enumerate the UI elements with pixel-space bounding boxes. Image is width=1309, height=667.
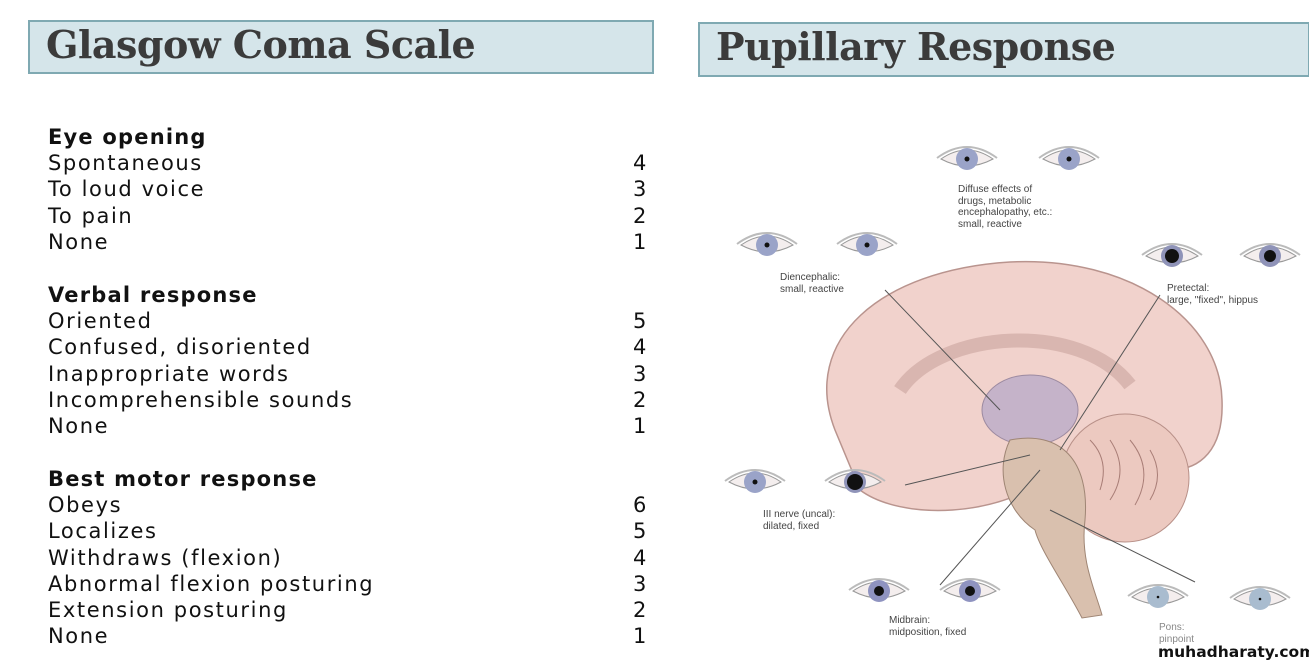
label-pretectal: Pretectal:large, "fixed", hippus: [1167, 283, 1259, 306]
gcs-title: Glasgow Coma Scale: [46, 22, 476, 67]
eye-icon: [1229, 586, 1291, 610]
eye-icon: [836, 232, 898, 256]
gcs-title-box: Glasgow Coma Scale: [28, 20, 654, 74]
eye-icon: [1141, 243, 1203, 267]
leader-lines: [884, 289, 1196, 586]
brain-illustration: [826, 260, 1223, 619]
label-third-nerve: III nerve (uncal):dilated, fixed: [763, 509, 836, 532]
label-diencephalic: Diencephalic:small, reactive: [780, 272, 844, 295]
eye-icon: [936, 146, 998, 170]
section-heading: Verbal response: [48, 282, 258, 307]
pupillary-title-box: Pupillary Response: [698, 22, 1309, 77]
section-heading: Eye opening: [48, 125, 207, 149]
eye-icon: [848, 578, 910, 602]
eye-icon: [724, 469, 786, 493]
eye-icon: [1239, 243, 1301, 267]
pupillary-title: Pupillary Response: [716, 24, 1116, 69]
eye-icon: [939, 578, 1001, 602]
eye-icon: [1127, 584, 1189, 608]
label-pons: Pons:pinpoint: [1159, 622, 1195, 645]
watermark: muhadharaty.com: [1158, 643, 1309, 661]
gcs-row: Withdraws (flexion)4: [48, 545, 648, 570]
eye-icon: [736, 232, 798, 256]
label-midbrain: Midbrain:midposition, fixed: [889, 615, 967, 638]
eye-icon: [1038, 146, 1100, 170]
section-heading: Best motor response: [48, 467, 318, 492]
eye-icon: [824, 469, 886, 493]
